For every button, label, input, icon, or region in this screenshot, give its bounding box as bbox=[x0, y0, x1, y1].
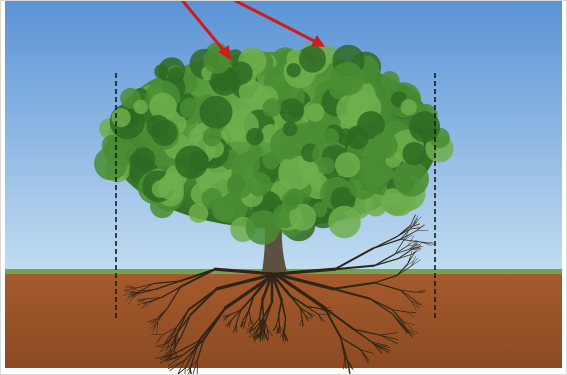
leaf-cluster bbox=[328, 206, 361, 239]
leaf-cluster bbox=[112, 108, 131, 127]
leaf-cluster bbox=[200, 96, 233, 129]
leaf-cluster bbox=[283, 121, 298, 136]
leaf-cluster bbox=[371, 132, 397, 158]
leaf-cluster bbox=[158, 174, 184, 200]
leaf-cluster bbox=[280, 141, 299, 160]
leaf-cluster bbox=[321, 128, 339, 146]
leaf-cluster bbox=[287, 63, 301, 77]
leaf-cluster bbox=[248, 144, 263, 159]
leaf-cluster bbox=[347, 127, 369, 149]
leaf-cluster bbox=[384, 188, 401, 205]
leaf-cluster bbox=[154, 64, 168, 78]
leaf-cluster bbox=[318, 157, 335, 174]
leaf-cluster bbox=[180, 98, 200, 118]
leaf-cluster bbox=[151, 120, 177, 146]
leaf-cluster bbox=[299, 46, 326, 73]
root-branch bbox=[172, 368, 186, 375]
leaf-cluster bbox=[282, 191, 301, 210]
leaf-cluster bbox=[246, 210, 281, 245]
leaf-cluster bbox=[188, 151, 209, 172]
leaf-cluster bbox=[129, 153, 143, 167]
leaf-cluster bbox=[223, 123, 243, 143]
leaf-cluster bbox=[306, 103, 324, 121]
leaf-cluster bbox=[335, 152, 360, 177]
leaf-cluster bbox=[363, 155, 380, 172]
leaf-cluster bbox=[401, 99, 417, 115]
leaf-cluster bbox=[279, 98, 304, 123]
leaf-cluster bbox=[227, 173, 253, 199]
leaf-cluster bbox=[262, 152, 280, 170]
leaf-cluster bbox=[212, 200, 234, 222]
leaf-cluster bbox=[168, 67, 184, 83]
root-branch bbox=[169, 368, 186, 375]
root-branch bbox=[279, 315, 280, 326]
leaf-cluster bbox=[331, 62, 365, 96]
leaf-cluster bbox=[246, 128, 264, 146]
leaf-cluster bbox=[263, 98, 282, 117]
leaf-cluster bbox=[203, 128, 222, 147]
leaf-cluster bbox=[402, 142, 425, 165]
leaf-cluster bbox=[230, 62, 253, 85]
